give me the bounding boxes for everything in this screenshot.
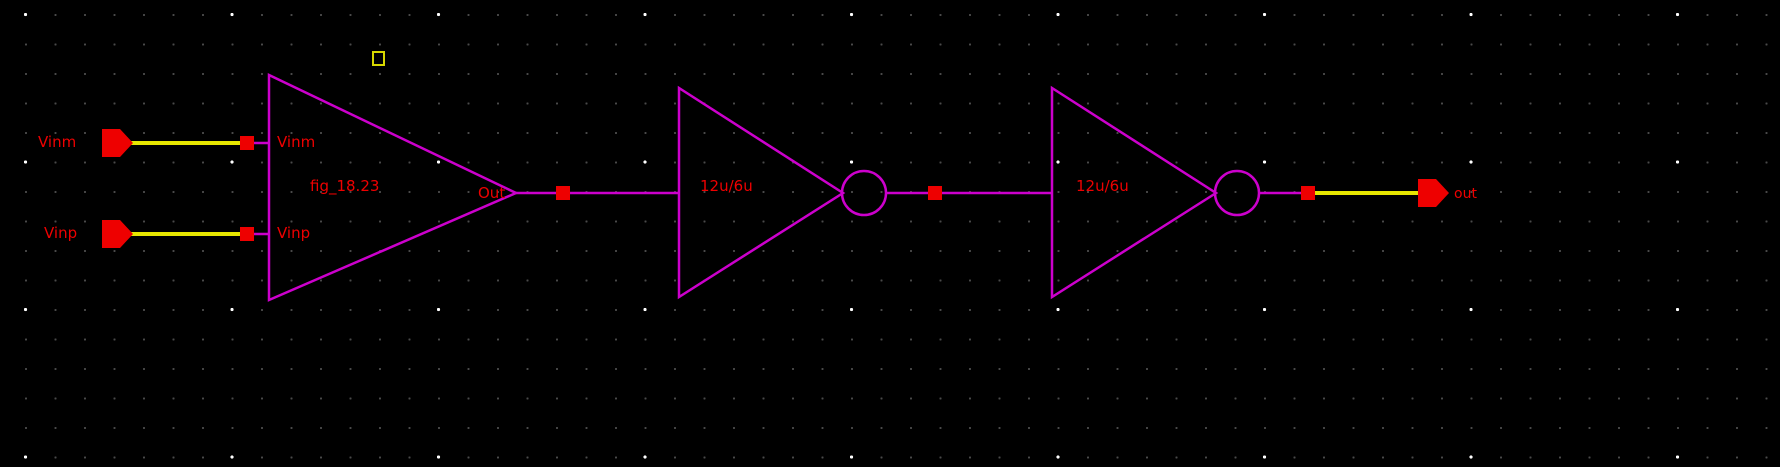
opamp1-pin-label-plus: Vinp <box>277 224 311 242</box>
wire-junction[interactable] <box>556 186 570 200</box>
inv1-instance-label: 12u/6u <box>700 177 753 195</box>
port-label-vinm: Vinm <box>38 133 77 151</box>
wire-junction[interactable] <box>928 186 942 200</box>
port-label-vinp: Vinp <box>44 224 78 242</box>
opamp1-instance-label: fig_18.23 <box>310 177 380 195</box>
port-arrow-out[interactable] <box>1418 179 1449 207</box>
port-arrow-vinm[interactable] <box>102 129 133 157</box>
opamp1-pin-label-minus: Vinm <box>277 133 316 151</box>
wire-junction[interactable] <box>240 136 254 150</box>
inv2-instance-label: 12u/6u <box>1076 177 1129 195</box>
port-arrow-vinp[interactable] <box>102 220 133 248</box>
port-label-out: out <box>1454 186 1477 202</box>
selection-marker[interactable] <box>372 51 385 66</box>
opamp1-symbol[interactable] <box>267 73 520 302</box>
wire-junction[interactable] <box>1301 186 1315 200</box>
opamp1-pin-label-out: Out <box>478 184 506 202</box>
wire-junction[interactable] <box>240 227 254 241</box>
